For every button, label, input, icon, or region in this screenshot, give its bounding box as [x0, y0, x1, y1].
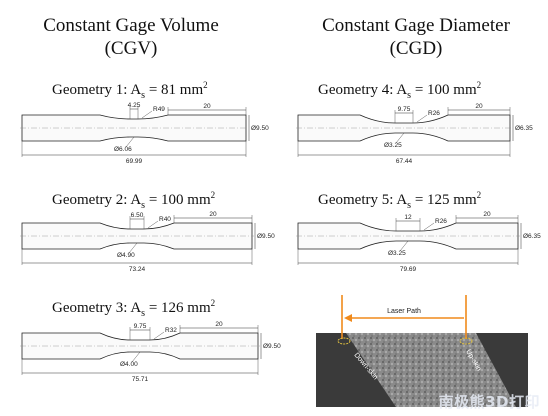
gage-diameter-leader [395, 132, 405, 144]
gage-length-label: 12 [404, 214, 412, 221]
gage-diameter-leader [125, 136, 135, 148]
cgd-title-line2: (CGD) [389, 38, 443, 59]
radius-label: R26 [428, 110, 440, 117]
cgv-title-line1: Constant Gage Volume [43, 15, 219, 36]
cgv-title: Constant Gage Volume (CGV) [20, 14, 242, 60]
grip-diameter-label: Ø6.35 [523, 233, 541, 240]
gage-diameter-leader [128, 242, 138, 254]
watermark: 南极熊3D打印 [438, 393, 540, 411]
radius-leader [147, 220, 159, 229]
gage-length-label: 9.75 [398, 106, 411, 113]
gage-diameter-label: Ø4.00 [120, 361, 138, 368]
radius-leader [423, 222, 435, 231]
melt-pool-right [459, 337, 473, 345]
overall-length-label: 75.71 [132, 376, 149, 383]
geometry-5-title: Geometry 5: As = 125 mm2 [318, 190, 482, 211]
grip-length-label: 20 [483, 211, 491, 218]
laser-path-label: Laser Path [387, 308, 421, 315]
gage-diameter-label: Ø4.90 [117, 252, 135, 259]
radius-label: R26 [435, 218, 447, 225]
radius-label: R49 [153, 106, 165, 113]
gage-diameter-leader [399, 240, 409, 252]
radius-label: R40 [159, 216, 171, 223]
geometry-3-title: Geometry 3: As = 126 mm2 [52, 298, 216, 319]
gage-diameter-label: Ø3.25 [388, 250, 406, 257]
overall-length-label: 73.24 [129, 266, 146, 273]
gage-length-label: 9.75 [134, 323, 147, 330]
gage-length-label: 6.50 [131, 212, 144, 219]
overall-length-label: 69.99 [126, 158, 143, 165]
geometry-1-title: Geometry 1: As = 81 mm2 [52, 80, 208, 101]
grip-diameter-label: Ø9.50 [263, 343, 281, 350]
grip-diameter-label: Ø9.50 [251, 125, 269, 132]
gage-diameter-label: Ø3.25 [384, 142, 402, 149]
grip-diameter-label: Ø6.35 [515, 125, 533, 132]
down-skin-region [316, 333, 396, 407]
overall-length-label: 79.69 [400, 266, 417, 273]
grip-length-label: 20 [215, 321, 223, 328]
gage-length-label: 4.25 [128, 102, 141, 109]
overall-length-label: 67.44 [396, 158, 413, 165]
laser-arrow-head [344, 314, 352, 322]
radius-leader [416, 114, 428, 123]
geometry-2-title: Geometry 2: As = 100 mm2 [52, 190, 216, 211]
cgd-title: Constant Gage Diameter (CGD) [296, 14, 536, 60]
grip-length-label: 20 [209, 211, 217, 218]
radius-leader [153, 331, 165, 340]
cgv-title-line2: (CGV) [104, 38, 158, 59]
gage-diameter-leader [131, 351, 141, 363]
grip-diameter-label: Ø9.50 [257, 233, 275, 240]
radius-label: R32 [165, 327, 177, 334]
grip-length-label: 20 [203, 103, 211, 110]
laser-path-figure: Laser Path Down-skin Up-skin [316, 295, 528, 407]
geometry-4-title: Geometry 4: As = 100 mm2 [318, 80, 482, 101]
cgd-title-line1: Constant Gage Diameter [322, 15, 510, 36]
laser-path-svg: Laser Path Down-skin Up-skin [316, 295, 528, 407]
grip-length-label: 20 [475, 103, 483, 110]
radius-leader [141, 110, 153, 119]
melt-pool-left [337, 337, 351, 345]
gage-diameter-label: Ø6.06 [114, 146, 132, 153]
air-region [316, 295, 528, 335]
up-skin-region [476, 333, 528, 407]
